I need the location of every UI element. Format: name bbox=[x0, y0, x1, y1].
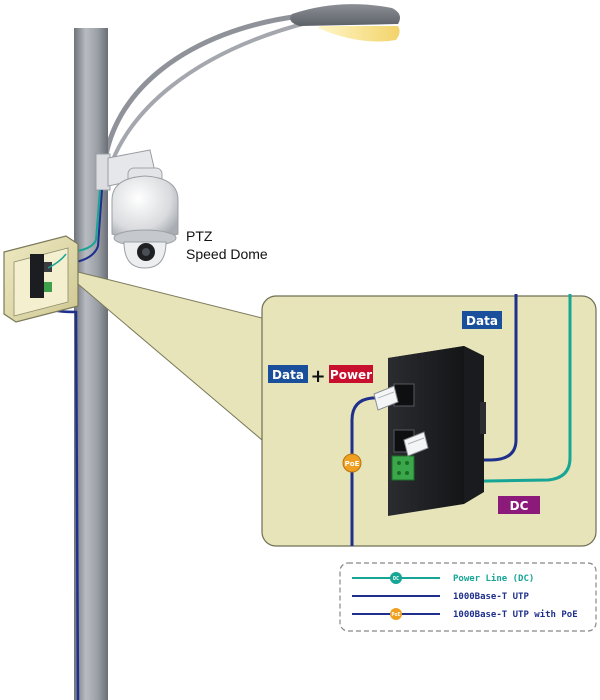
svg-text:PoE: PoE bbox=[391, 612, 400, 618]
enclosure-box bbox=[3, 235, 79, 323]
svg-text:Data: Data bbox=[272, 368, 304, 382]
rj45-plug-input bbox=[373, 385, 399, 411]
legend-item-utp: 1000Base-T UTP bbox=[352, 592, 529, 602]
svg-text:1000Base-T UTP: 1000Base-T UTP bbox=[453, 592, 529, 602]
ptz-camera bbox=[111, 167, 179, 269]
street-pole bbox=[74, 28, 108, 700]
svg-text:DC: DC bbox=[393, 576, 399, 582]
tag-power: Power bbox=[329, 365, 373, 383]
svg-text:1000Base-T UTP with PoE: 1000Base-T UTP with PoE bbox=[453, 609, 578, 620]
poe-badge: PoE bbox=[342, 453, 362, 473]
camera-label-ptz: PTZ bbox=[186, 228, 213, 244]
legend-item-utp-poe: PoE 1000Base-T UTP with PoE bbox=[352, 608, 578, 620]
poe-splitter-device bbox=[388, 346, 486, 516]
tag-data-left: Data bbox=[268, 365, 308, 383]
tag-dc: DC bbox=[498, 496, 540, 514]
svg-text:Data: Data bbox=[466, 314, 498, 328]
svg-text:Power Line (DC): Power Line (DC) bbox=[453, 573, 534, 584]
street-lamp-head bbox=[290, 4, 400, 42]
tag-data-top: Data bbox=[462, 311, 502, 329]
rj45-plug-output bbox=[403, 431, 429, 457]
svg-text:DC: DC bbox=[510, 499, 529, 513]
legend-item-power-line: DC Power Line (DC) bbox=[352, 572, 534, 584]
svg-text:PoE: PoE bbox=[345, 460, 360, 468]
legend: DC Power Line (DC) 1000Base-T UTP PoE 10… bbox=[339, 562, 597, 632]
tag-plus: + bbox=[310, 366, 325, 387]
svg-text:Power: Power bbox=[330, 368, 372, 382]
camera-label-speed-dome: Speed Dome bbox=[186, 246, 268, 262]
